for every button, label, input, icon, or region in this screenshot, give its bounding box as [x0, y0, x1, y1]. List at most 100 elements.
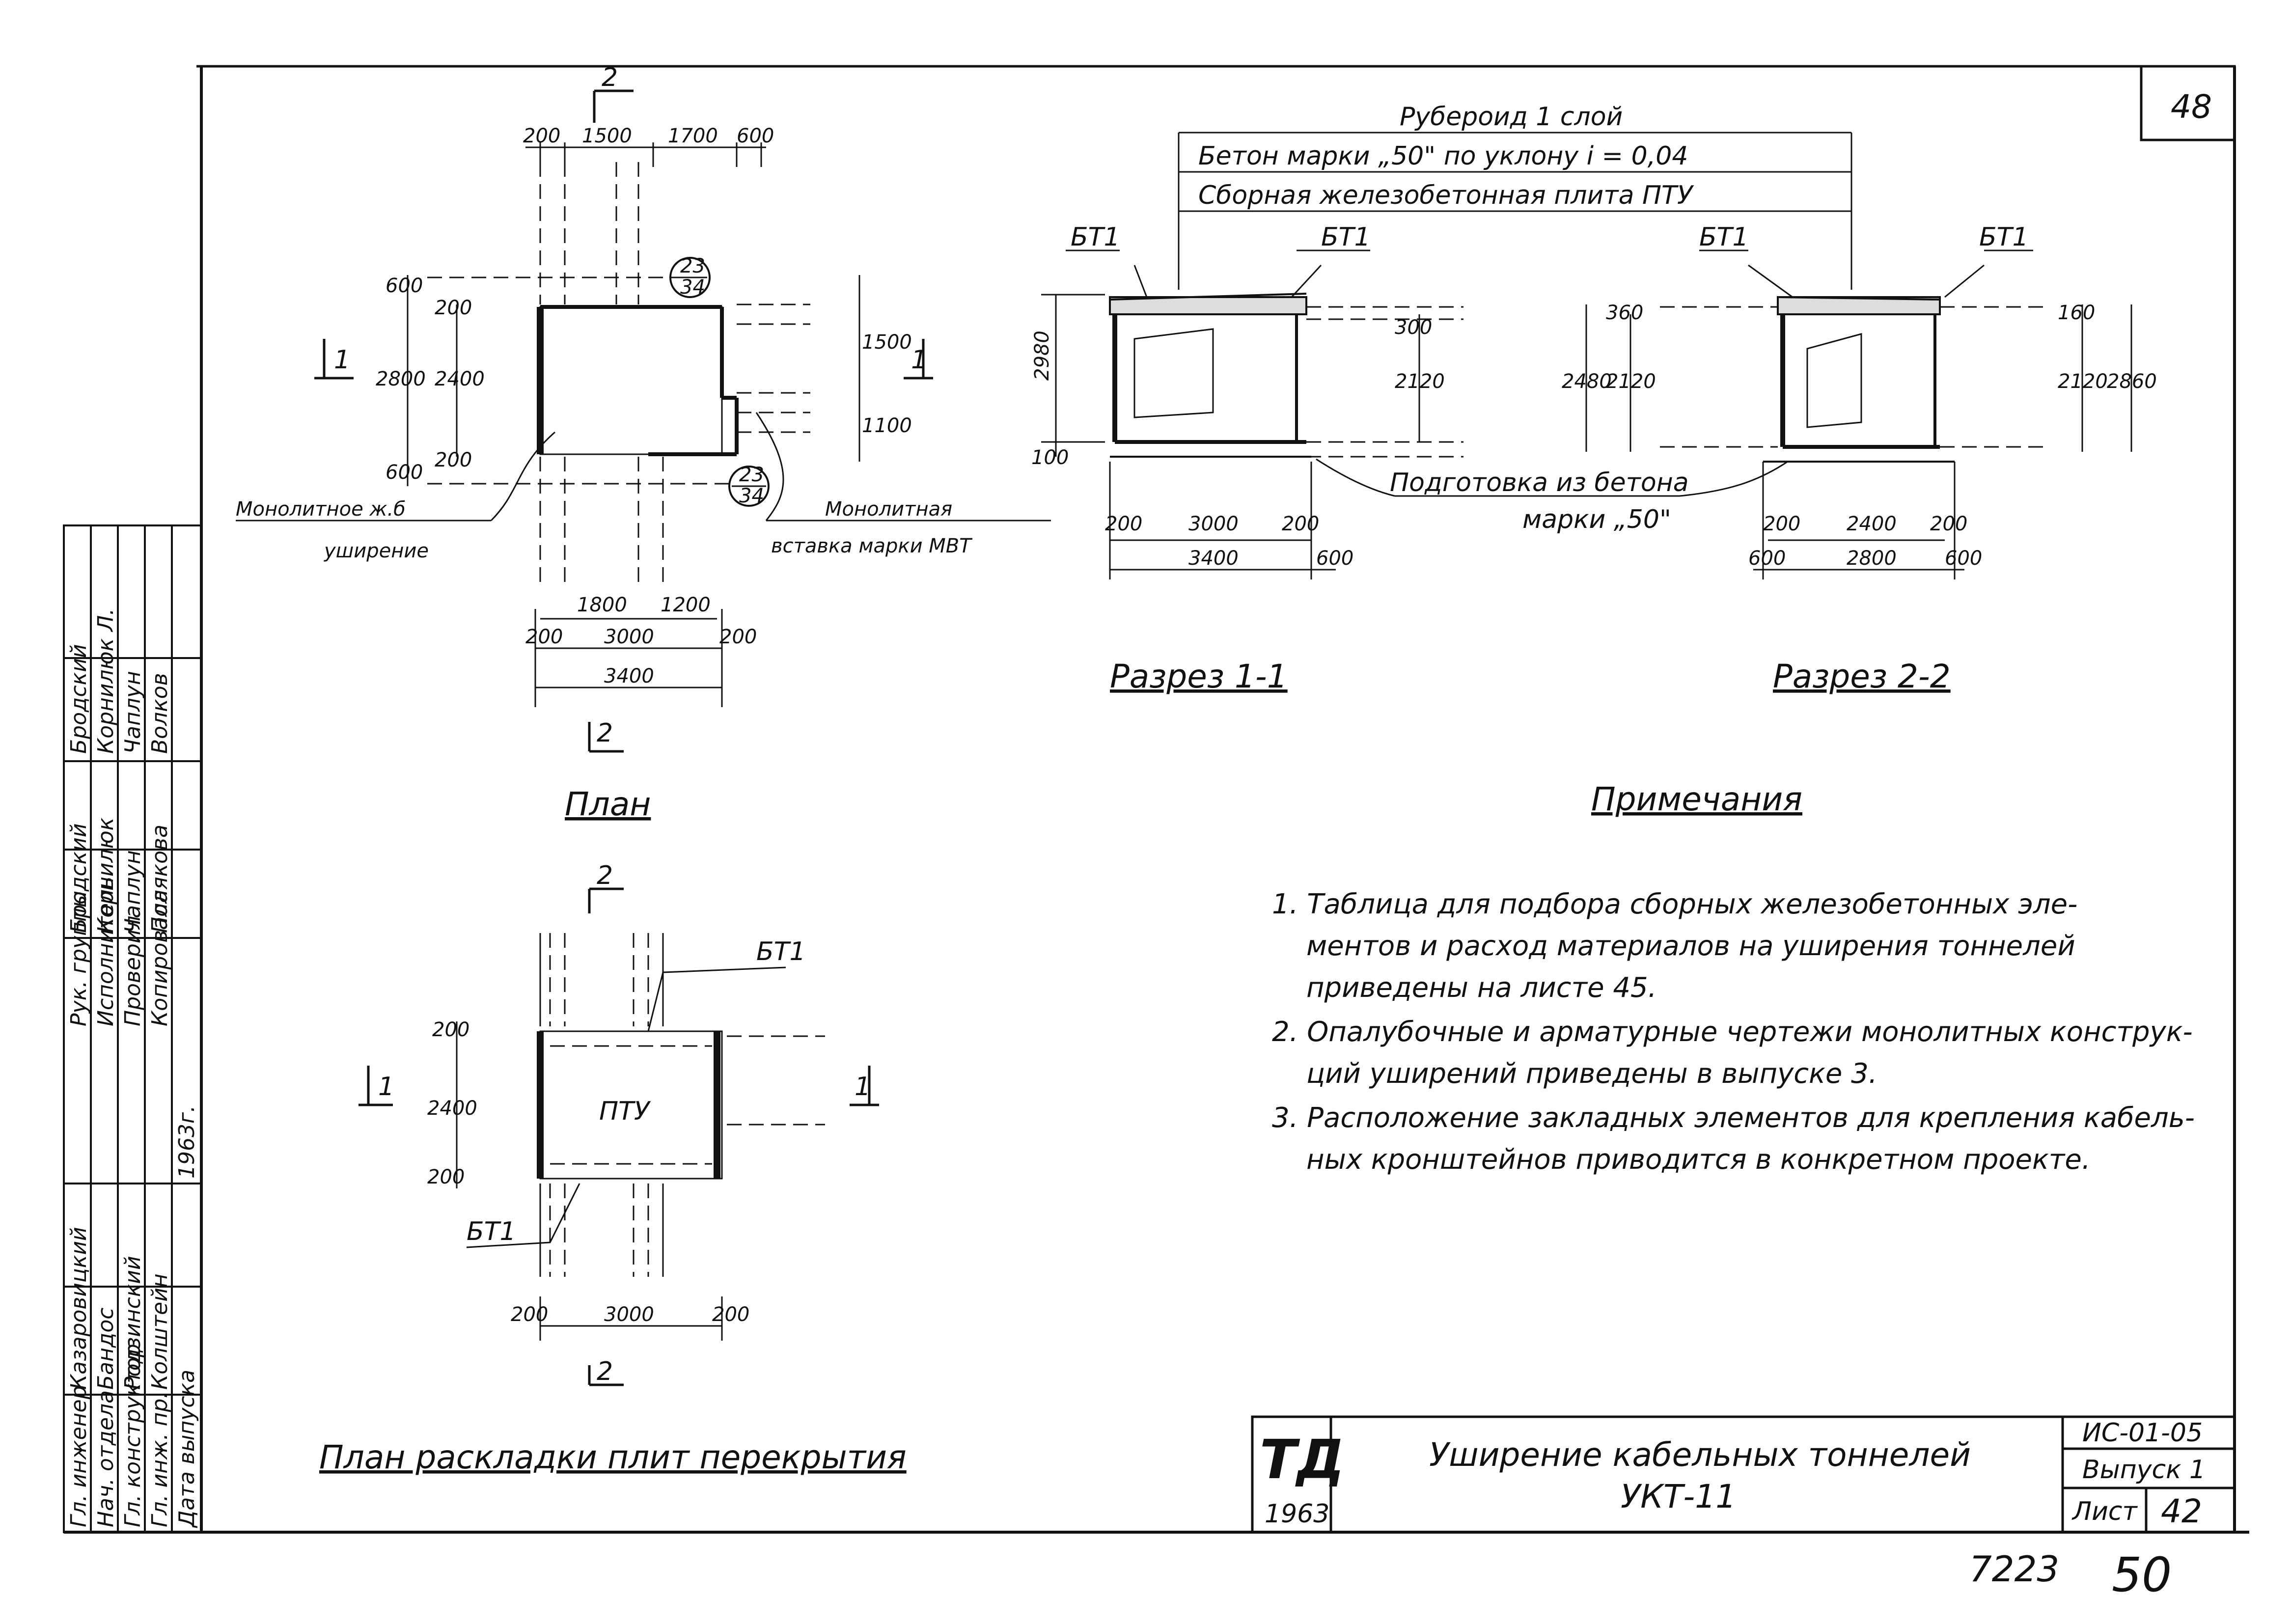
slab-plan-title: План раскладки плит перекрытия	[319, 1438, 907, 1476]
plan-dim-bottom1-1: 1200	[661, 594, 711, 616]
plan-circle-1-top: 23	[680, 255, 705, 277]
plan-dim-top-1: 1500	[582, 125, 632, 147]
plan-dim-bottom2-0: 200	[525, 626, 563, 648]
plan-mark-2-bottom: 2	[597, 718, 613, 748]
s1-dim-1: 100	[1031, 446, 1069, 469]
section-1-1-title: Разрез 1-1	[1110, 658, 1288, 695]
s2-dim-1: 2120	[1606, 370, 1656, 393]
slab-plan-drawing	[359, 887, 879, 1386]
layer-prep-2: марки „50"	[1522, 505, 1671, 534]
s2-dim-4: 2120	[2058, 370, 2108, 393]
stamp-r1-c1: Бандос	[93, 1308, 118, 1390]
title-line-1: Уширение кабельных тоннелей	[1429, 1436, 1971, 1474]
slab-dim-left-2: 200	[427, 1166, 465, 1188]
s2-bt-left: БТ1	[1699, 222, 1749, 252]
stamp-r0-c4: Бродский	[66, 824, 91, 933]
notes-title: Примечания	[1591, 780, 1802, 818]
section-1-1-drawing	[1041, 249, 1680, 579]
stamp-r2-c6: Чаплун	[120, 671, 145, 754]
plan-label-left-1: Монолитное ж.б	[236, 498, 406, 521]
slab-bt-top: БТ1	[756, 937, 806, 966]
note-line-6: ных кронштейнов приводится в конкретном …	[1306, 1144, 2091, 1176]
title-issue: Выпуск 1	[2082, 1455, 2206, 1485]
slab-dim-bottom-1: 3000	[604, 1303, 654, 1326]
layer-roofing: Рубероид 1 слой	[1400, 102, 1623, 132]
side-stamp-text: Гл. инженер Нач. отдела Гл. конструктор …	[66, 608, 199, 1528]
plan-dim-left-4: 200	[435, 449, 472, 471]
s1-dim-2: 300	[1395, 316, 1432, 339]
s2-dim-11: 600	[1945, 547, 1982, 570]
stamp-r0-c6: Бродский	[66, 644, 91, 754]
plan-mark-2-top: 2	[602, 63, 618, 92]
s2-bt-right: БТ1	[1979, 222, 2029, 252]
s1-dim-7: 3400	[1188, 547, 1239, 570]
section-2-2-drawing	[1585, 249, 2132, 579]
s1-dim-4: 200	[1105, 513, 1142, 535]
stamp-r3-c2: 1963г.	[174, 1105, 199, 1179]
stamp-r0-c1: Казаровицкий	[66, 1227, 91, 1390]
plan-mark-1-right: 1	[911, 345, 927, 375]
stamp-r1-c4: Корнилюк	[93, 817, 118, 933]
stamp-r1-c6: Корнилюк Л.	[93, 608, 118, 754]
stamp-r2-c1: Родзинский	[120, 1256, 145, 1390]
note-line-1: ментов и расход материалов на уширения т…	[1306, 930, 2075, 962]
slab-bt-bottom: БТ1	[467, 1217, 516, 1246]
plan-label-left-2: уширение	[324, 540, 429, 562]
layer-concrete: Бетон марки „50" по уклону i = 0,04	[1198, 141, 1688, 171]
slab-mark-1-right: 1	[855, 1072, 871, 1101]
plan-dimensions: 200 1500 1700 600 600 200 2800 2400 200 …	[376, 125, 912, 688]
stamp-r3-c1: Колштейн	[147, 1273, 172, 1390]
plan-dim-bottom2-1: 3000	[604, 626, 654, 648]
plan-circle-2-bottom: 34	[739, 485, 764, 507]
stamp-r3-c0: Гл. инж. пр.	[147, 1392, 172, 1527]
stamp-r3-c4: Полякова	[147, 825, 172, 933]
plan-circle-1-bottom: 34	[680, 276, 705, 299]
plan-dim-left-2: 2800	[376, 368, 426, 390]
plan-circle-2-top: 23	[739, 464, 764, 486]
logo-year: 1963	[1265, 1499, 1329, 1529]
slab-dimensions: 200 2400 200 200 3000 200	[427, 1018, 749, 1326]
plan-dim-left-0: 600	[386, 275, 423, 297]
title-line-2: УКТ-11	[1621, 1478, 1736, 1515]
slab-dim-bottom-0: 200	[511, 1303, 548, 1326]
plan-dim-right-0: 1500	[862, 331, 912, 354]
section-1-1-dimensions: 2980 100 300 2120 200 3000 200 3400 600	[1031, 316, 1445, 570]
s2-dim-9: 600	[1748, 547, 1786, 570]
stamp-r2-c0: Гл. конструктор	[120, 1344, 145, 1527]
plan-label-right-2: вставка марки МВТ	[771, 535, 973, 557]
note-line-0: 1. Таблица для подбора сборных железобет…	[1272, 888, 2077, 920]
section-2-2-dimensions: 2480 2120 360 160 2120 2860 200 2400 200…	[1562, 302, 2157, 570]
stamp-r3-c6: Волков	[147, 673, 172, 754]
slab-mark-1-left: 1	[378, 1072, 394, 1101]
stamp-r2-c3: Проверил	[120, 915, 145, 1026]
plan-dim-top-3: 600	[737, 125, 774, 147]
s2-dim-3: 160	[2058, 302, 2095, 324]
section-2-2-title: Разрез 2-2	[1773, 658, 1951, 695]
plan-drawing	[236, 89, 1051, 753]
side-stamp-frame	[63, 524, 202, 1533]
slab-mark-2-bottom: 2	[597, 1357, 613, 1386]
s1-dim-6: 200	[1282, 513, 1319, 535]
archive-number: 7223	[1969, 1548, 2059, 1590]
s2-dim-5: 2860	[2107, 370, 2157, 393]
slab-dim-bottom-2: 200	[712, 1303, 749, 1326]
stamp-r0-c0: Гл. инженер	[66, 1386, 91, 1527]
note-line-3: 2. Опалубочные и арматурные чертежи моно…	[1272, 1016, 2193, 1048]
slab-label: ПТУ	[599, 1097, 651, 1126]
plan-dim-bottom2-2: 200	[719, 626, 757, 648]
s1-bt-right: БТ1	[1321, 222, 1371, 252]
s2-dim-6: 200	[1763, 513, 1800, 535]
title-block-frame	[1251, 1415, 2236, 1534]
plan-mark-1-left: 1	[334, 345, 350, 375]
notes-list: 1. Таблица для подбора сборных железобет…	[1272, 888, 2195, 1176]
plan-dim-top-2: 1700	[668, 125, 718, 147]
plan-label-right-1: Монолитная	[825, 498, 952, 521]
slab-dim-left-1: 2400	[427, 1097, 477, 1120]
stamp-r1-c0: Нач. отдела	[93, 1390, 118, 1527]
title-code: ИС-01-05	[2082, 1418, 2203, 1448]
title-sheet-label: Лист	[2071, 1497, 2138, 1526]
slab-dim-left-0: 200	[432, 1018, 469, 1041]
plan-dim-bottom1-0: 1800	[577, 594, 627, 616]
plan-dim-top-0: 200	[523, 125, 560, 147]
